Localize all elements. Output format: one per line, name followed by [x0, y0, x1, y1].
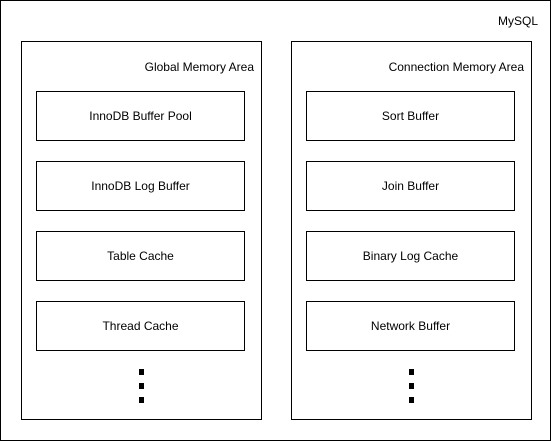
connection-memory-area-label: Connection Memory Area [388, 60, 524, 74]
global-memory-area-label: Global Memory Area [144, 60, 254, 74]
thread-cache-box: Thread Cache [36, 301, 245, 351]
innodb-buffer-pool-box: InnoDB Buffer Pool [36, 91, 245, 141]
ellipsis-dot [409, 397, 414, 403]
ellipsis-dot [139, 369, 144, 375]
ellipsis-dot [139, 383, 144, 389]
connection-more-ellipsis-icon [407, 369, 415, 404]
network-buffer-box: Network Buffer [306, 301, 515, 351]
global-more-ellipsis-icon [137, 369, 145, 404]
table-cache-box: Table Cache [36, 231, 245, 281]
mysql-label: MySQL [497, 14, 538, 28]
ellipsis-dot [409, 369, 414, 375]
join-buffer-box: Join Buffer [306, 161, 515, 211]
ellipsis-dot [139, 397, 144, 403]
binary-log-cache-box: Binary Log Cache [306, 231, 515, 281]
innodb-log-buffer-box: InnoDB Log Buffer [36, 161, 245, 211]
sort-buffer-box: Sort Buffer [306, 91, 515, 141]
global-memory-area: Global Memory Area InnoDB Buffer Pool In… [21, 41, 262, 420]
connection-memory-area: Connection Memory Area Sort Buffer Join … [291, 41, 532, 420]
ellipsis-dot [409, 383, 414, 389]
